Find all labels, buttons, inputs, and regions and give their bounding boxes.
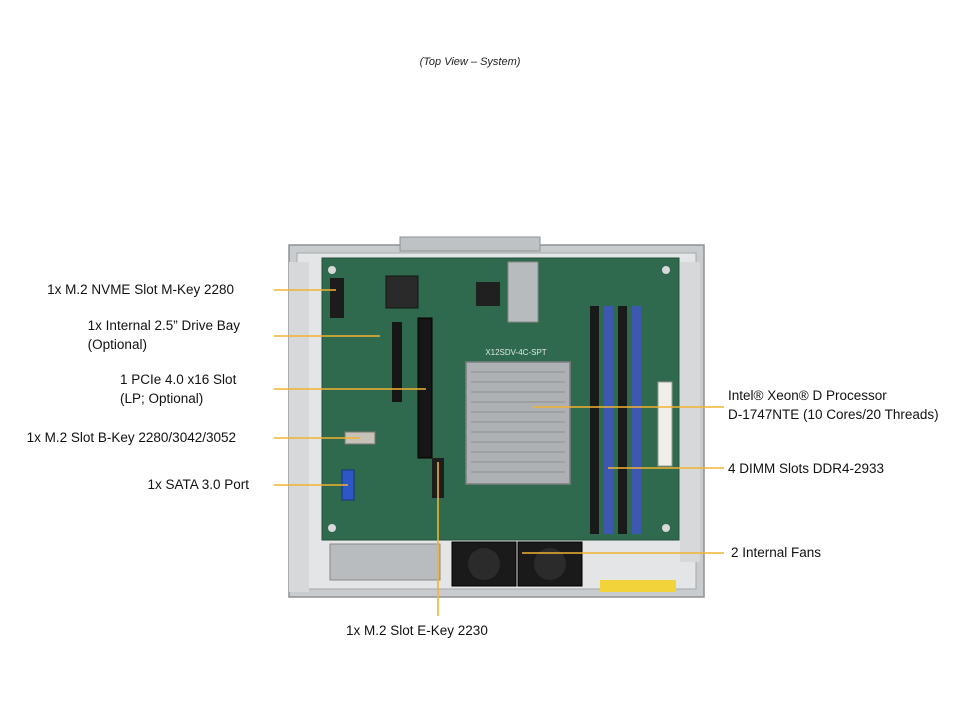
- m2-nvme-slot: [330, 278, 344, 318]
- processor-heatsink: [465, 361, 571, 485]
- dimm-slots: [590, 306, 641, 534]
- fan-cable-bracket: [329, 543, 441, 581]
- callout-sata-port: 1x SATA 3.0 Port: [147, 477, 249, 492]
- board-model-silkscreen: X12SDV-4C-SPT: [485, 348, 546, 357]
- warning-sticker: [600, 580, 676, 592]
- pcie-x16-slot: [417, 317, 433, 459]
- internal-fans: [451, 541, 583, 587]
- callout-nvme-slot: 1x M.2 NVME Slot M-Key 2280: [47, 282, 234, 297]
- callout-internal-fans: 2 Internal Fans: [731, 545, 822, 560]
- leader-lines: [274, 289, 724, 616]
- view-caption: (Top View – System): [419, 56, 521, 68]
- callout-pcie-slot: 1 PCIe 4.0 x16 Slot (LP; Optional): [120, 372, 237, 406]
- power-connector: [657, 381, 673, 467]
- bmc-chip: [476, 282, 500, 306]
- pcie-slot-secondary: [392, 322, 402, 402]
- chipset: [385, 275, 419, 309]
- callout-m2-bkey: 1x M.2 Slot B-Key 2280/3042/3052: [26, 430, 236, 445]
- callout-m2-ekey: 1x M.2 Slot E-Key 2230: [346, 623, 488, 638]
- io-heatsink: [507, 261, 539, 323]
- callout-drive-bay: 1x Internal 2.5” Drive Bay (Optional): [87, 318, 240, 352]
- callout-processor: Intel® Xeon® D Processor D-1747NTE (10 C…: [728, 388, 939, 422]
- callout-dimm-slots: 4 DIMM Slots DDR4-2933: [728, 461, 885, 476]
